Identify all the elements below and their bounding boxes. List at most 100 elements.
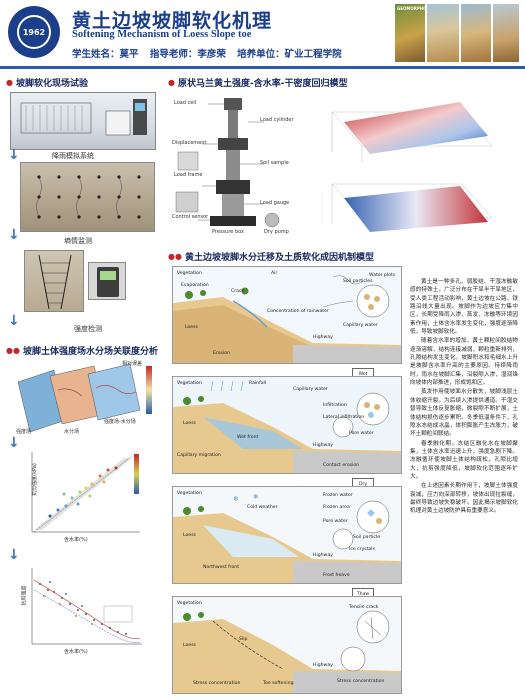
scatter-1-ylabel: 抗剪强度(kPa) — [31, 463, 38, 496]
diagram-label: Rainfall — [249, 381, 267, 386]
logo-year: 1962 — [17, 15, 51, 49]
flow-arrow-icon: ↓ — [8, 313, 20, 329]
apparatus-label: Load cell — [174, 100, 197, 106]
apparatus-label: Load frame — [174, 172, 203, 178]
mechanism-diagram-1: Vegetation Air Evaporation Crack Loess C… — [172, 266, 402, 364]
scatter-2-xlabel: 含水率(%) — [64, 649, 88, 655]
loess-slope-photo-2 — [461, 4, 491, 62]
diagram-label: Soil particle — [353, 535, 381, 540]
legend-title: 相对误差 — [122, 361, 143, 367]
mechanism-diagram-3: ❄❄ Vegetation Cold weather Frozen water … — [172, 486, 402, 584]
advisor-name: 指导老师：李彦荣 — [149, 49, 226, 60]
flow-arrow-icon: ↓ — [8, 547, 20, 563]
diagram-3-svg: ❄❄ — [173, 487, 401, 583]
scatter-2-svg — [31, 568, 142, 645]
diagram-label: Northwest front — [203, 565, 240, 570]
section-correlation: ●● 坡脚土体强度场水分场关联度分析 — [6, 346, 158, 357]
author-line: 学生姓名：莫平 指导老师：李彦荣 培养单位：矿业工程学院 — [72, 46, 350, 60]
diagram-label: Vegetation — [177, 491, 202, 496]
diagram-label: Capillary water — [343, 323, 378, 328]
diagram-label: Wet front — [237, 435, 259, 440]
diagram-label: Loess — [183, 421, 196, 426]
caption-rainfall-system: 降雨模拟系统 — [52, 152, 94, 160]
field-maps-figure: 强度场 水分场 强度场-水分场 相对误差 — [10, 358, 160, 438]
map-label-moisture: 水分场 — [64, 429, 80, 435]
diagram-label: Tensile crack — [349, 605, 379, 610]
student-name: 学生姓名：莫平 — [72, 49, 139, 60]
diagram-4-svg — [173, 597, 401, 693]
diagram-label: Toe softening — [263, 681, 294, 686]
apparatus-label: Control sensor — [172, 214, 209, 220]
diagram-2-svg — [173, 377, 401, 473]
diagram-label: Erosion — [213, 351, 230, 356]
surface-plots — [292, 92, 518, 242]
bullet-icon: ● — [6, 78, 13, 87]
bullet-icon: ● — [168, 78, 175, 87]
diagram-label: Vegetation — [177, 381, 202, 386]
diagram-label: Frost heave — [323, 573, 350, 578]
diagram-1-svg — [173, 267, 401, 363]
diagram-label: Soil particles — [343, 279, 373, 284]
diagram-label: Lateral infiltration — [323, 415, 365, 420]
diagram-label: Pore water — [349, 431, 374, 436]
diagram-label: Frozen area — [323, 505, 350, 510]
paragraph: 蒸发作用使坡面水分散失，坡脚浅层土体收缩开裂，为后续入渗提供通道。干湿交替导致土… — [410, 389, 518, 438]
diagram-label: Pore water — [323, 519, 348, 524]
diagram-label: Evaporation — [181, 283, 209, 288]
diagram-label: Vegetation — [177, 601, 202, 606]
diagram-label: Air — [271, 271, 278, 276]
moisture-monitoring-photo — [20, 162, 155, 232]
scatter-1-svg — [31, 452, 140, 533]
section-strength-model: ● 原状马兰黄土强度-含水率-干密度回归模型 — [168, 78, 348, 89]
svg-text:❄: ❄ — [253, 493, 259, 501]
journal-title: GEOMORPHOLOGY — [397, 6, 439, 11]
strength-meter-photo — [88, 262, 126, 300]
apparatus-label: Displacement — [172, 140, 207, 146]
header-divider — [0, 66, 525, 69]
title-english: Softening Mechanism of Loess Slope toe — [72, 29, 252, 40]
svg-text:❄: ❄ — [233, 495, 239, 503]
diagram-label: Loess — [185, 325, 198, 330]
flow-arrow-icon: ↓ — [8, 435, 20, 451]
apparatus-label: Pressure box — [212, 229, 244, 235]
diagram-label: Capillary migration — [177, 453, 221, 458]
diagram-label: Cold weather — [247, 505, 278, 510]
diagram-label: Highway — [313, 553, 333, 558]
diagram-label: Infiltration — [323, 403, 347, 408]
loess-slope-photo-1 — [427, 4, 459, 62]
bullet-icon: ●● — [168, 252, 182, 261]
diagram-label: Slip — [239, 637, 248, 642]
rainfall-apparatus-drawing — [20, 99, 147, 136]
scatter-1-xlabel: 含水率(%) — [64, 537, 88, 543]
apparatus-label: Load cylinder — [260, 117, 294, 123]
scatter-chart-2: 含水率(%) 抗剪强度 — [20, 562, 150, 658]
diagram-label: Highway — [313, 443, 333, 448]
flow-arrow-icon: ↓ — [8, 147, 20, 163]
test-rig-drawing — [38, 254, 72, 310]
flow-arrow-icon: ↓ — [8, 227, 20, 243]
apparatus-label: Load gauge — [260, 200, 290, 206]
diagram-label: Highway — [313, 335, 333, 340]
scatter-chart-1: 含水率(%) 抗剪强度(kPa) — [20, 446, 150, 546]
apparatus-label: Dry pump — [264, 229, 289, 235]
section-field-test: ● 坡脚软化现场试验 — [6, 78, 88, 89]
mechanism-diagram-2: Vegetation Rainfall Capillary water Infi… — [172, 376, 402, 474]
layered-map-drawing — [17, 363, 152, 433]
apparatus-schematic: Load cell Load cylinder Displacement Soi… — [172, 92, 294, 240]
map-label-strength: 强度场 — [16, 429, 32, 435]
diagram-label: Concentration of rainwater — [267, 309, 329, 314]
caption-strength-test: 强度检测 — [74, 325, 102, 333]
sensor-array-drawing — [36, 175, 141, 219]
mechanism-diagram-4: Vegetation Loess Slip Highway Stress con… — [172, 596, 402, 694]
bullet-icon: ●● — [6, 346, 20, 355]
paragraph: 黄土是一种多孔、弱胶结、干湿冻融敏感的特殊土，广泛分布在干旱半干旱地区，受人类工… — [410, 279, 518, 336]
paragraph: 在上述因素长期作用下，坡脚土体强度衰减，应力向深部转移，坡体出现拉裂缝，最终导致… — [410, 483, 518, 515]
section-mechanism: ●● 黄土边坡坡脚水分迁移及土质软化成因机制模型 — [168, 252, 374, 263]
diagram-label: Water plots — [369, 273, 396, 278]
paragraph: 随着含水率的增加，黄土颗粒间胶结物逐渐溶解，结构连接减弱，颗粒重新排列，孔隙结构… — [410, 338, 518, 387]
diagram-label: Vegetation — [177, 271, 202, 276]
map-label-combined: 强度场-水分场 — [104, 419, 136, 425]
rainfall-system-photo — [10, 92, 156, 150]
poster-header: 1962 黄土边坡坡脚软化机理 Softening Mechanism of L… — [0, 0, 525, 66]
diagram-label: Loess — [183, 533, 196, 538]
